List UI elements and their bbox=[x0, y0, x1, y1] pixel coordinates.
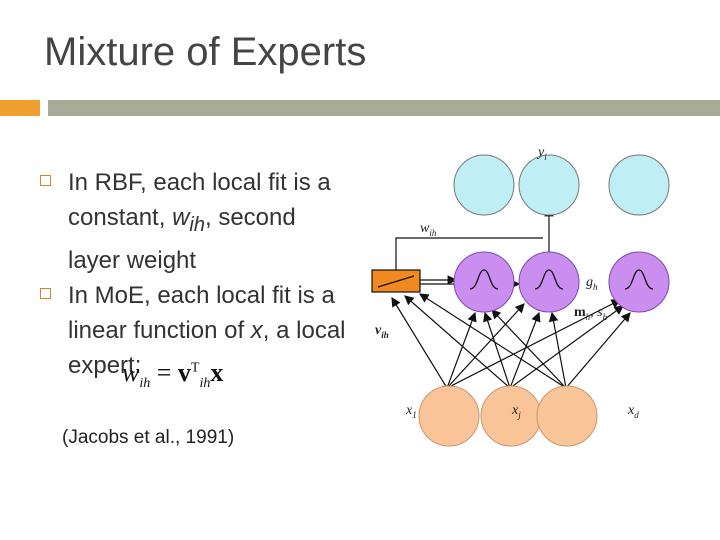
edge-wih bbox=[395, 237, 543, 270]
label-v: vih bbox=[375, 323, 389, 340]
gaussian-bump-icon bbox=[624, 269, 654, 290]
bullet-rbf-text: In RBF, each local fit is a constant, bbox=[68, 169, 331, 231]
edge-xj-h3 bbox=[509, 305, 624, 389]
formula-v-sup: T bbox=[190, 360, 200, 376]
edge-x1-h1 bbox=[446, 311, 477, 389]
hidden-node bbox=[608, 251, 670, 313]
bullet-moe-post: , a local expert: bbox=[68, 316, 346, 379]
output-layer bbox=[453, 154, 670, 216]
input-node bbox=[418, 385, 480, 447]
bullet-rbf-post: , second layer weight bbox=[68, 204, 296, 274]
square-bullet-icon bbox=[40, 287, 51, 299]
edge-xd-h3 bbox=[565, 312, 631, 389]
formula-eq: = bbox=[150, 358, 178, 387]
bullet-rbf-var-sub: ih bbox=[189, 213, 205, 236]
input-node bbox=[536, 385, 598, 447]
label-ms: mh, sh bbox=[574, 305, 608, 322]
bullet-rbf: In RBF, each local fit is a constant, wi… bbox=[40, 165, 350, 278]
label-xj: xj bbox=[511, 403, 521, 420]
bullet-moe-text: In MoE, each local fit is a linear funct… bbox=[68, 281, 335, 344]
output-node bbox=[608, 154, 670, 216]
edge-xd-h2 bbox=[548, 311, 567, 389]
label-xd: xd bbox=[627, 403, 639, 420]
gaussian-bump-icon bbox=[469, 269, 499, 290]
bullet-moe: In MoE, each local fit is a linear funct… bbox=[40, 278, 350, 383]
formula-v: v bbox=[177, 358, 191, 387]
hidden-node bbox=[518, 251, 580, 313]
local-expert-formula: wih = vTihx bbox=[122, 358, 223, 392]
citation: (Jacobs et al., 1991) bbox=[62, 427, 235, 448]
edge-x1-h2 bbox=[446, 303, 525, 389]
input-node bbox=[480, 385, 542, 447]
bullet-list: In RBF, each local fit is a constant, wi… bbox=[40, 165, 350, 383]
formula-x: x bbox=[210, 358, 224, 387]
edge-xd-gate bbox=[418, 293, 567, 389]
connection-lines bbox=[391, 206, 631, 389]
edge-xj-gate bbox=[404, 295, 511, 389]
gaussian-bump-icon bbox=[534, 269, 564, 290]
bullet-moe-var: x bbox=[250, 316, 263, 344]
formula-lhs: w bbox=[122, 358, 140, 387]
bullet-rbf-var: w bbox=[172, 204, 190, 231]
output-node bbox=[453, 154, 515, 216]
edge-x1-h3 bbox=[446, 299, 622, 389]
formula-v-sub: ih bbox=[199, 376, 211, 392]
label-g: gh bbox=[586, 275, 598, 292]
hidden-layer bbox=[453, 251, 670, 313]
edge-xj-h1 bbox=[483, 311, 511, 389]
hidden-node bbox=[453, 251, 515, 313]
output-node bbox=[518, 154, 580, 216]
edge-xd-h1 bbox=[491, 309, 567, 389]
title-rule-bar bbox=[48, 100, 720, 116]
label-y: yi bbox=[536, 145, 547, 162]
linear-function-icon bbox=[377, 275, 415, 288]
accent-bar bbox=[0, 100, 40, 116]
input-layer bbox=[418, 385, 598, 447]
label-x1: x1 bbox=[405, 403, 417, 420]
square-bullet-icon bbox=[40, 175, 51, 186]
slide-title: Mixture of Experts bbox=[44, 30, 367, 74]
formula-lhs-sub: ih bbox=[139, 376, 151, 392]
label-w: wih bbox=[420, 221, 437, 238]
edge-x1-gate bbox=[391, 296, 448, 389]
gating-unit bbox=[371, 269, 421, 293]
edge-xj-h2 bbox=[509, 311, 541, 389]
